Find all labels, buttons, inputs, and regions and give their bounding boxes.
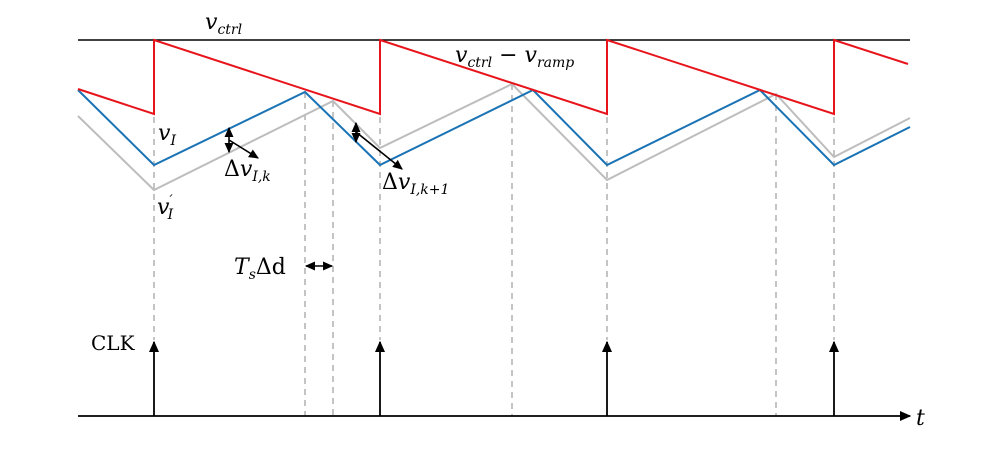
label-delta-vIk1: ΔvI,k+1 [382, 170, 449, 198]
label-vI: vI [158, 121, 176, 149]
ramp-waveform [77, 38, 909, 116]
label-delta-vIk: ΔvI,k [224, 157, 271, 185]
label-vI-prime: v′I [157, 193, 174, 223]
label-clk: CLK [91, 331, 136, 355]
label-t-axis: t [916, 406, 925, 431]
delta-vIk-arrows [224, 126, 259, 159]
delta-vIk-diagonal-arrow [228, 139, 259, 159]
label-vctrl-minus-vramp: vctrl − vramp [455, 43, 574, 71]
delta-vIk1-arrows [351, 121, 403, 170]
label-tsdd: TsΔd [234, 255, 286, 283]
label-vctrl: vctrl [205, 10, 242, 38]
vI-prime-waveform [77, 82, 911, 192]
delta-vIk1-diagonal-arrow [355, 131, 403, 170]
dashed-guide-lines [153, 40, 835, 416]
clock-pulses [148, 340, 840, 416]
vI-waveform [77, 88, 911, 167]
